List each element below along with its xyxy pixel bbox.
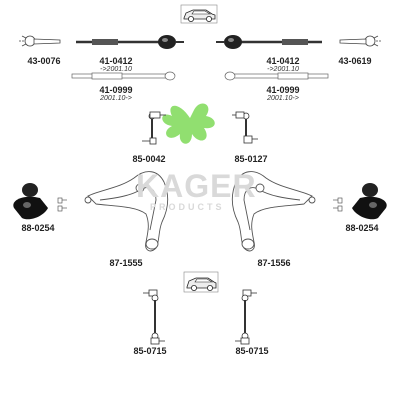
ball-joint-left [13, 183, 67, 220]
part-number-label: 41-0999 [266, 85, 300, 95]
tie-rod-end-left [18, 35, 61, 47]
part-number-label: 43-0619 [338, 56, 372, 66]
part-number-label: 88-0254 [345, 223, 379, 233]
part-number-label: 41-0412 [266, 56, 300, 66]
tie-rod-left-outline [71, 71, 176, 81]
ball-joint-right [333, 183, 387, 220]
stabilizer-link-rear-left [143, 289, 165, 345]
tie-rod-right-outline [224, 71, 329, 81]
part-number-label: 85-0042 [132, 154, 166, 164]
car-icon-rear [183, 271, 219, 293]
watermark-tagline: PRODUCTS [150, 202, 225, 212]
control-arm-left [84, 171, 169, 252]
part-number-label: 41-0999 [99, 85, 133, 95]
part-number-label: 87-1556 [257, 258, 291, 268]
stabilizer-link-rear-right [235, 289, 257, 345]
part-number-label: 85-0715 [133, 346, 167, 356]
watermark-brand: KAGER [136, 168, 257, 204]
car-icon-top [180, 4, 218, 24]
kager-leaf-logo [162, 103, 215, 144]
tie-rod-end-right [339, 35, 382, 47]
tie-rod-left [76, 35, 184, 49]
part-date-note: ->2001.10 [267, 66, 299, 73]
part-number-label: 85-0715 [235, 346, 269, 356]
stabilizer-link-85-0127 [232, 111, 258, 144]
part-number-label: 41-0412 [99, 56, 133, 66]
control-arm-right [231, 171, 316, 252]
part-number-label: 43-0076 [27, 56, 61, 66]
part-number-label: 85-0127 [234, 154, 268, 164]
part-date-note: 2001.10-> [267, 95, 299, 102]
part-date-note: 2001.10-> [100, 95, 132, 102]
part-number-label: 87-1555 [109, 258, 143, 268]
tie-rod-right [216, 35, 322, 49]
stabilizer-link-85-0042 [142, 111, 166, 145]
part-number-label: 88-0254 [21, 223, 55, 233]
part-date-note: ->2001.10 [100, 66, 132, 73]
